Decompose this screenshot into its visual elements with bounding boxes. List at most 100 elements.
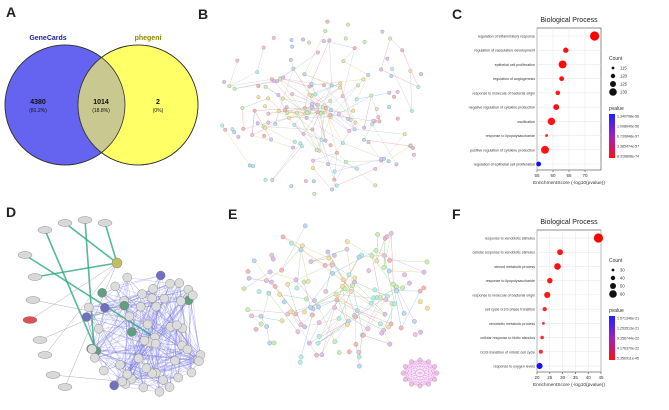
data-point	[553, 104, 560, 111]
network-edge	[354, 315, 384, 331]
network-edge	[96, 350, 198, 361]
network-node	[267, 269, 273, 275]
network-edge	[325, 263, 333, 292]
network-node	[378, 321, 383, 327]
network-node	[303, 106, 307, 110]
network-edge	[383, 233, 392, 268]
network-node	[338, 85, 343, 90]
network-node	[381, 265, 387, 270]
network-node	[301, 37, 305, 42]
network-node	[256, 95, 261, 100]
panel-label-d: D	[6, 204, 17, 220]
network-edge	[296, 249, 302, 289]
y-category-label: G1/S transition of mitotic cell cycle	[480, 350, 535, 354]
network-edge	[307, 110, 354, 114]
network-node	[409, 359, 414, 365]
y-category-label: positive regulation of cytokine producti…	[470, 148, 535, 152]
network-node	[392, 301, 398, 307]
network-edge	[306, 117, 344, 144]
network-node	[117, 376, 127, 387]
network-node	[332, 339, 338, 344]
network-node	[158, 375, 168, 385]
y-category-label: regulation of epithelial cell proliferat…	[474, 163, 535, 167]
network-edge	[321, 318, 340, 355]
network-edge	[316, 116, 331, 150]
y-category-label: response to molecule of bacterial origin	[472, 293, 535, 297]
network-edge	[265, 86, 283, 99]
data-point	[554, 263, 561, 270]
network-node	[258, 321, 264, 327]
network-edge	[266, 269, 282, 281]
network-node	[305, 110, 310, 115]
network-node	[345, 322, 350, 327]
network-node	[309, 105, 314, 110]
network-edge	[294, 104, 313, 125]
network-node	[272, 284, 278, 289]
network-node	[382, 311, 388, 317]
network-node	[395, 89, 400, 94]
network-node	[353, 120, 358, 125]
network-node	[294, 110, 299, 115]
network-edge	[229, 79, 272, 87]
network-edge	[88, 307, 123, 382]
network-node	[314, 352, 319, 358]
y-category-label: response to oxygen levels	[493, 365, 535, 369]
network-node	[139, 335, 150, 346]
network-edge	[419, 366, 435, 387]
network-node	[302, 309, 307, 315]
network-node	[37, 226, 53, 234]
panel-label-e: E	[228, 206, 238, 222]
network-edge	[405, 361, 429, 380]
network-node	[425, 306, 430, 311]
network-node	[280, 234, 286, 240]
network-edge	[310, 258, 329, 262]
network-node	[264, 324, 269, 329]
network-node	[398, 325, 404, 331]
size-legend-dot	[610, 275, 616, 281]
network-node	[368, 300, 374, 306]
network-node	[222, 80, 227, 84]
network-node	[292, 122, 297, 127]
network-node	[343, 36, 348, 41]
network-node	[241, 286, 247, 292]
network-node	[432, 377, 438, 382]
network-node	[400, 48, 405, 53]
network-edge	[102, 275, 161, 293]
size-legend-label: 130	[620, 90, 628, 95]
network-node	[294, 285, 300, 291]
network-node	[147, 293, 157, 303]
data-point	[558, 60, 567, 69]
network-node	[250, 133, 255, 137]
network-node	[402, 364, 408, 369]
x-tick-label: 45	[598, 375, 604, 380]
network-edge	[343, 60, 369, 76]
network-node	[372, 287, 378, 293]
network-node	[421, 285, 427, 291]
network-edge	[405, 359, 421, 380]
network-node	[387, 90, 392, 95]
venn-right-pct: (0%)	[153, 108, 164, 114]
network-edge	[96, 288, 154, 352]
network-node	[384, 234, 390, 239]
network-node	[220, 123, 225, 128]
x-tick-label: 60	[550, 173, 556, 178]
network-edge	[160, 275, 178, 326]
network-edge	[380, 69, 419, 88]
network-node	[357, 363, 362, 369]
network-node	[344, 239, 350, 244]
color-legend-label: 9.356744e-22	[617, 337, 639, 341]
network-edge	[319, 285, 353, 323]
network-edge	[229, 71, 258, 87]
network-edge	[268, 293, 299, 332]
network-node	[329, 108, 334, 112]
network-node	[240, 106, 245, 110]
network-node	[182, 344, 193, 355]
data-point	[563, 47, 569, 53]
data-point	[547, 277, 553, 284]
network-edge	[405, 366, 435, 380]
network-node	[383, 297, 389, 302]
network-node	[154, 387, 165, 397]
network-edge	[104, 222, 118, 264]
network-edge	[363, 124, 373, 140]
